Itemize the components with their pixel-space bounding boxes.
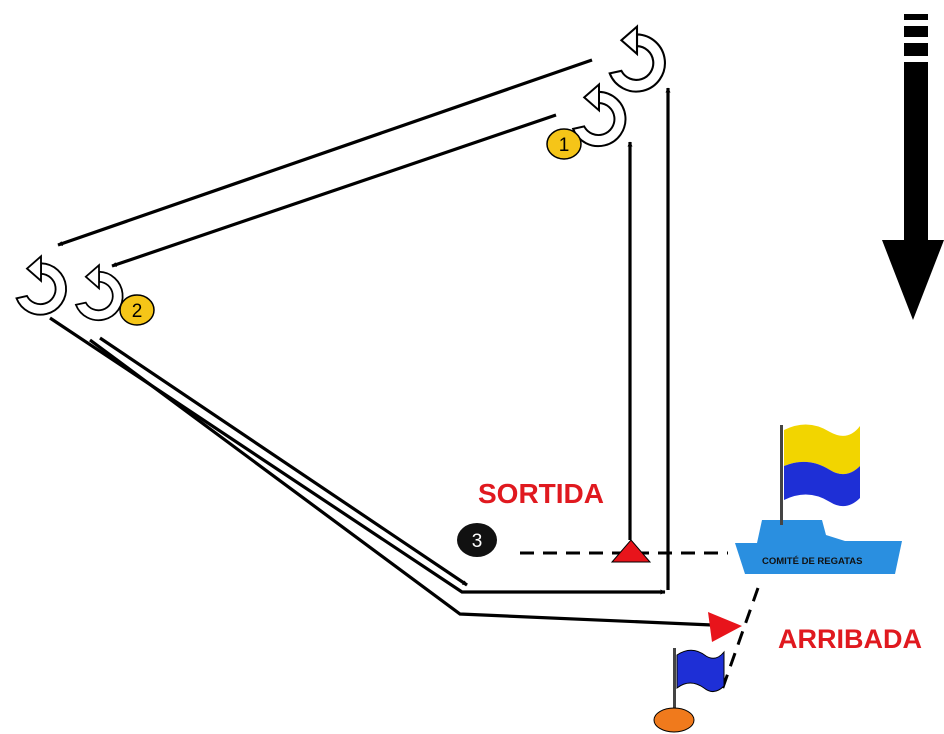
run-leg-inner xyxy=(99,336,468,587)
run-leg-outer xyxy=(49,316,666,595)
red-triangle-buoy-icon xyxy=(610,539,652,563)
mark-3: 3 xyxy=(457,523,497,557)
course-inner-lap xyxy=(89,113,736,629)
finish-line xyxy=(720,587,760,691)
mark-2: 2 xyxy=(119,294,155,326)
finish-label: ARRIBADA xyxy=(778,624,922,654)
orange-buoy-icon xyxy=(653,707,695,733)
committee-boat: COMITÉ DE REGATAS xyxy=(735,520,902,574)
reach-leg-outer xyxy=(57,58,593,247)
mark-1-label: 1 xyxy=(559,135,570,156)
mark-2-label: 2 xyxy=(132,301,143,322)
course-outer-lap xyxy=(49,58,671,595)
mark-1: 1 xyxy=(546,128,582,160)
counterclockwise-rounding-icon xyxy=(608,25,666,93)
finish-leg xyxy=(89,338,736,629)
finish-flag-icon xyxy=(673,648,725,720)
reach-leg-inner xyxy=(111,113,557,268)
start-label: SORTIDA xyxy=(478,478,604,509)
committee-flag-icon xyxy=(780,424,860,525)
counterclockwise-rounding-icon xyxy=(74,264,124,322)
counterclockwise-rounding-icon xyxy=(572,83,627,148)
wind-direction-arrow-icon xyxy=(882,14,944,320)
finish-arrow-icon xyxy=(708,612,742,642)
mark-3-label: 3 xyxy=(472,531,483,552)
committee-boat-label: COMITÉ DE REGATAS xyxy=(762,556,862,567)
counterclockwise-rounding-icon xyxy=(15,255,68,316)
